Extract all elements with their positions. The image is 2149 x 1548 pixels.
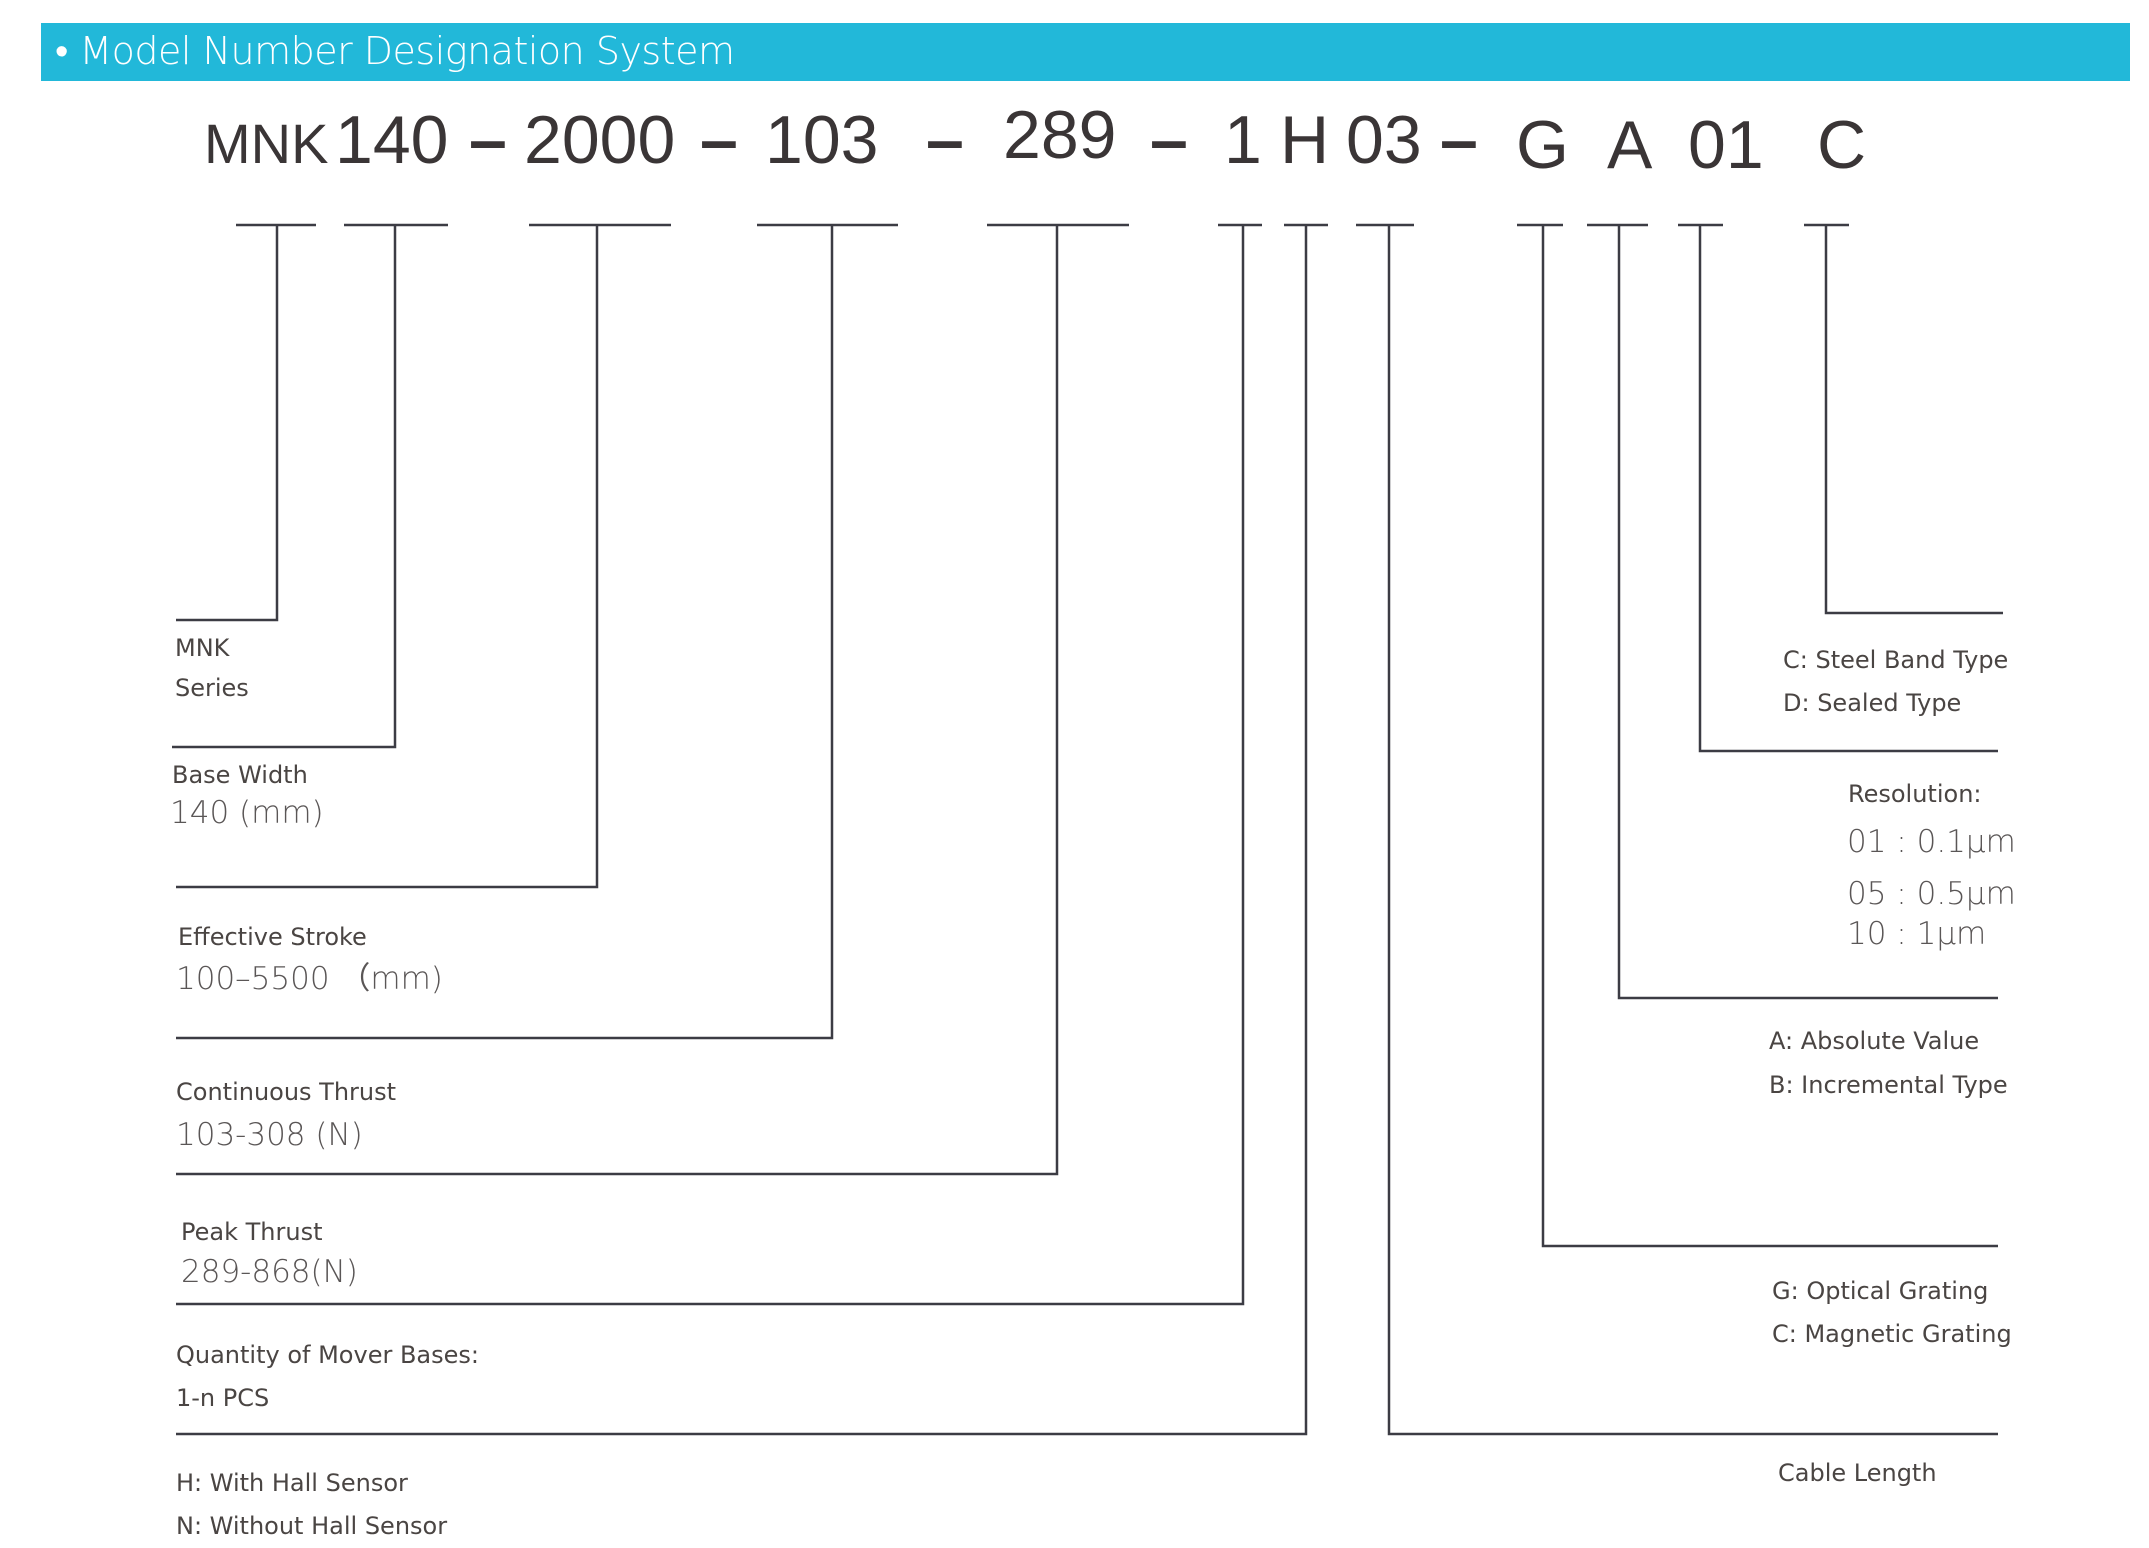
code-resolution: 01: [1688, 107, 1764, 183]
peak-thrust-value: 289-868(N): [181, 1254, 358, 1290]
code-type: C: [1817, 107, 1866, 183]
code-base-width: 140: [335, 102, 448, 178]
grating-option-g: G: Optical Grating: [1772, 1277, 1988, 1305]
cable-length-label: Cable Length: [1778, 1459, 1937, 1487]
resolution-option: 10 : 1μm: [1847, 916, 1986, 952]
resolution-option: 01 : 0.1μm: [1847, 824, 2016, 860]
code-grating: G: [1516, 107, 1569, 183]
code-dash: –: [926, 102, 964, 178]
header-banner: • Model Number Designation System: [41, 23, 2130, 81]
code-encoder: A: [1607, 107, 1653, 183]
resolution-option: 05 : 0.5μm: [1847, 876, 2016, 912]
peak-thrust-label: Peak Thrust: [181, 1218, 322, 1246]
leader-line: [1387, 225, 1998, 1436]
code-series: MNK: [204, 112, 328, 175]
leader-line: [1824, 225, 2003, 615]
code-dash: –: [700, 102, 738, 178]
leader-line: [176, 225, 834, 1040]
leader-line: [1541, 225, 1998, 1248]
code-stroke: 2000: [524, 102, 675, 178]
series-label-2: Series: [175, 674, 249, 702]
grating-option-c: C: Magnetic Grating: [1772, 1320, 2012, 1348]
code-cable: 03: [1346, 102, 1422, 178]
type-option-d: D: Sealed Type: [1783, 689, 1961, 717]
series-label: MNK: [175, 634, 231, 662]
leader-line: [172, 225, 397, 749]
hall-sensor-option-n: N: Without Hall Sensor: [176, 1512, 447, 1540]
leader-line: [176, 225, 279, 622]
left-labels: MNK Series Base Width 140 (mm) Effective…: [170, 634, 479, 1540]
model-code: MNK 140 – 2000 – 103 – 289 – 1 H 03 – G …: [204, 97, 1866, 183]
code-dash: –: [469, 102, 507, 178]
leader-line: [176, 225, 1245, 1306]
code-continuous-thrust: 103: [765, 102, 878, 178]
code-peak-thrust: 289: [1003, 97, 1116, 173]
page-title: • Model Number Designation System: [55, 29, 735, 73]
leader-line: [176, 225, 1308, 1436]
base-width-value: 140 (mm): [170, 795, 324, 831]
leader-lines: [172, 223, 2003, 1436]
continuous-thrust-value: 103-308 (N): [176, 1117, 363, 1153]
leader-line: [176, 225, 599, 889]
mover-bases-value: 1-n PCS: [176, 1384, 269, 1412]
effective-stroke-label: Effective Stroke: [178, 923, 367, 951]
base-width-label: Base Width: [172, 761, 308, 789]
hall-sensor-option-h: H: With Hall Sensor: [176, 1469, 408, 1497]
leader-line: [1617, 225, 1998, 1000]
encoder-option-a: A: Absolute Value: [1769, 1027, 1979, 1055]
code-hall: H: [1280, 102, 1329, 178]
encoder-option-b: B: Incremental Type: [1769, 1071, 2008, 1099]
effective-stroke-value: 100–5500 （mm): [176, 961, 443, 997]
code-dash: –: [1440, 102, 1478, 178]
type-option-c: C: Steel Band Type: [1783, 646, 2008, 674]
continuous-thrust-label: Continuous Thrust: [176, 1078, 396, 1106]
right-labels: C: Steel Band Type D: Sealed Type Resolu…: [1769, 646, 2016, 1487]
mover-bases-label: Quantity of Mover Bases:: [176, 1341, 479, 1369]
leader-line: [176, 225, 1059, 1176]
code-mover-qty: 1: [1224, 102, 1262, 178]
leader-line: [1698, 225, 1998, 753]
resolution-label: Resolution:: [1848, 780, 1982, 808]
code-dash: –: [1150, 102, 1188, 178]
